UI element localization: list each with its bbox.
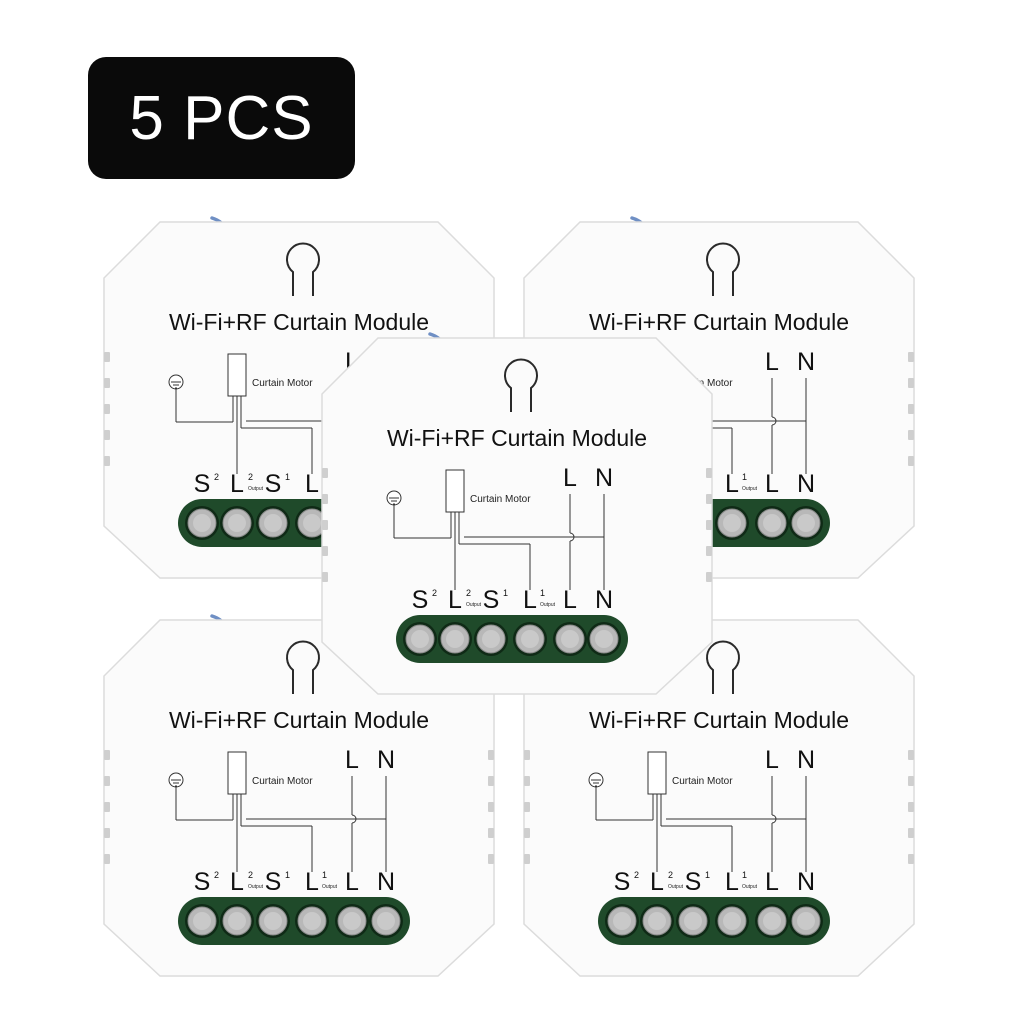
svg-text:L: L xyxy=(725,868,739,896)
svg-text:2: 2 xyxy=(214,472,219,482)
svg-text:L: L xyxy=(305,868,319,896)
svg-text:Output: Output xyxy=(742,486,758,492)
svg-text:L: L xyxy=(448,586,462,614)
curtain-module-center: Wi-Fi+RF Curtain Module L N Curta xyxy=(318,328,716,700)
svg-text:1: 1 xyxy=(705,870,710,880)
terminal-labels: S 2 L 2 Output S 1 L 1 Output L N xyxy=(194,868,395,896)
terminal-labels: S 2 L 2 Output S 1 L 1 Output L N xyxy=(412,586,613,614)
svg-text:L: L xyxy=(305,470,319,498)
vent-slots xyxy=(524,750,914,864)
module-title: Wi-Fi+RF Curtain Module xyxy=(169,309,429,335)
svg-text:N: N xyxy=(797,868,815,896)
motor-label: Curtain Motor xyxy=(672,378,733,389)
mounting-keyhole xyxy=(504,358,538,412)
terminal-screws xyxy=(403,622,621,656)
mounting-keyhole xyxy=(286,640,320,694)
terminal-screws xyxy=(185,904,403,938)
svg-text:N: N xyxy=(377,868,395,896)
svg-text:N: N xyxy=(797,470,815,498)
svg-text:L: L xyxy=(765,868,779,896)
svg-text:1: 1 xyxy=(742,870,747,880)
curtain-module-bottom-left: Wi-Fi+RF Curtain Module L N Curta xyxy=(100,610,498,982)
svg-text:L: L xyxy=(345,868,359,896)
top-terminal-n: N xyxy=(797,348,815,376)
wiring-diagram xyxy=(393,469,605,590)
top-terminal-n: N xyxy=(797,746,815,774)
mounting-keyhole xyxy=(706,242,740,296)
svg-text:2: 2 xyxy=(466,588,471,598)
svg-text:L: L xyxy=(563,586,577,614)
svg-text:2: 2 xyxy=(248,870,253,880)
svg-text:L: L xyxy=(230,868,244,896)
svg-text:1: 1 xyxy=(322,870,327,880)
svg-text:L: L xyxy=(230,470,244,498)
terminal-labels: S 2 L 2 Output S 1 L 1 Output L N xyxy=(614,868,815,896)
ground-icon xyxy=(168,374,184,390)
top-terminal-n: N xyxy=(595,464,613,492)
svg-text:Output: Output xyxy=(668,884,684,890)
curtain-module-bottom-right: Wi-Fi+RF Curtain Module L N Curta xyxy=(520,610,918,982)
terminal-screws xyxy=(605,904,823,938)
svg-text:S: S xyxy=(265,868,282,896)
svg-text:2: 2 xyxy=(668,870,673,880)
mounting-keyhole xyxy=(286,242,320,296)
svg-text:2: 2 xyxy=(214,870,219,880)
module-illustration: Wi-Fi+RF Curtain Module L N Curta xyxy=(103,614,495,977)
svg-text:S: S xyxy=(483,586,500,614)
svg-text:2: 2 xyxy=(432,588,437,598)
vent-slots xyxy=(322,468,712,582)
svg-text:2: 2 xyxy=(248,472,253,482)
svg-text:S: S xyxy=(194,868,211,896)
svg-text:L: L xyxy=(725,470,739,498)
module-title: Wi-Fi+RF Curtain Module xyxy=(387,425,647,451)
svg-text:Output: Output xyxy=(248,486,264,492)
motor-label: Curtain Motor xyxy=(252,776,313,787)
top-terminal-n: N xyxy=(377,746,395,774)
svg-text:Output: Output xyxy=(466,602,482,608)
motor-label: Curtain Motor xyxy=(470,494,531,505)
top-terminal-l: L xyxy=(563,464,577,492)
module-illustration: Wi-Fi+RF Curtain Module L N Curta xyxy=(523,614,915,977)
top-terminal-l: L xyxy=(765,746,779,774)
wiring-diagram xyxy=(595,751,807,872)
vent-slots xyxy=(104,750,494,864)
svg-text:1: 1 xyxy=(503,588,508,598)
svg-text:Output: Output xyxy=(322,884,338,890)
top-terminal-l: L xyxy=(765,348,779,376)
svg-text:S: S xyxy=(412,586,429,614)
svg-text:1: 1 xyxy=(742,472,747,482)
motor-label: Curtain Motor xyxy=(252,378,313,389)
svg-text:2: 2 xyxy=(634,870,639,880)
svg-text:1: 1 xyxy=(285,472,290,482)
motor-label: Curtain Motor xyxy=(672,776,733,787)
ground-icon xyxy=(588,772,604,788)
svg-text:Output: Output xyxy=(248,884,264,890)
svg-text:L: L xyxy=(523,586,537,614)
svg-text:S: S xyxy=(685,868,702,896)
svg-text:Output: Output xyxy=(742,884,758,890)
module-title: Wi-Fi+RF Curtain Module xyxy=(589,707,849,733)
quantity-badge: 5 PCS xyxy=(88,57,355,179)
svg-text:1: 1 xyxy=(285,870,290,880)
wiring-diagram xyxy=(175,751,387,872)
svg-text:L: L xyxy=(765,470,779,498)
module-illustration: Wi-Fi+RF Curtain Module L N Curta xyxy=(321,332,713,695)
svg-text:S: S xyxy=(265,470,282,498)
ground-icon xyxy=(168,772,184,788)
svg-text:S: S xyxy=(614,868,631,896)
svg-text:Output: Output xyxy=(540,602,556,608)
svg-text:1: 1 xyxy=(540,588,545,598)
module-title: Wi-Fi+RF Curtain Module xyxy=(589,309,849,335)
svg-text:S: S xyxy=(194,470,211,498)
top-terminal-l: L xyxy=(345,746,359,774)
svg-text:N: N xyxy=(595,586,613,614)
module-title: Wi-Fi+RF Curtain Module xyxy=(169,707,429,733)
svg-text:L: L xyxy=(650,868,664,896)
mounting-keyhole xyxy=(706,640,740,694)
ground-icon xyxy=(386,490,402,506)
